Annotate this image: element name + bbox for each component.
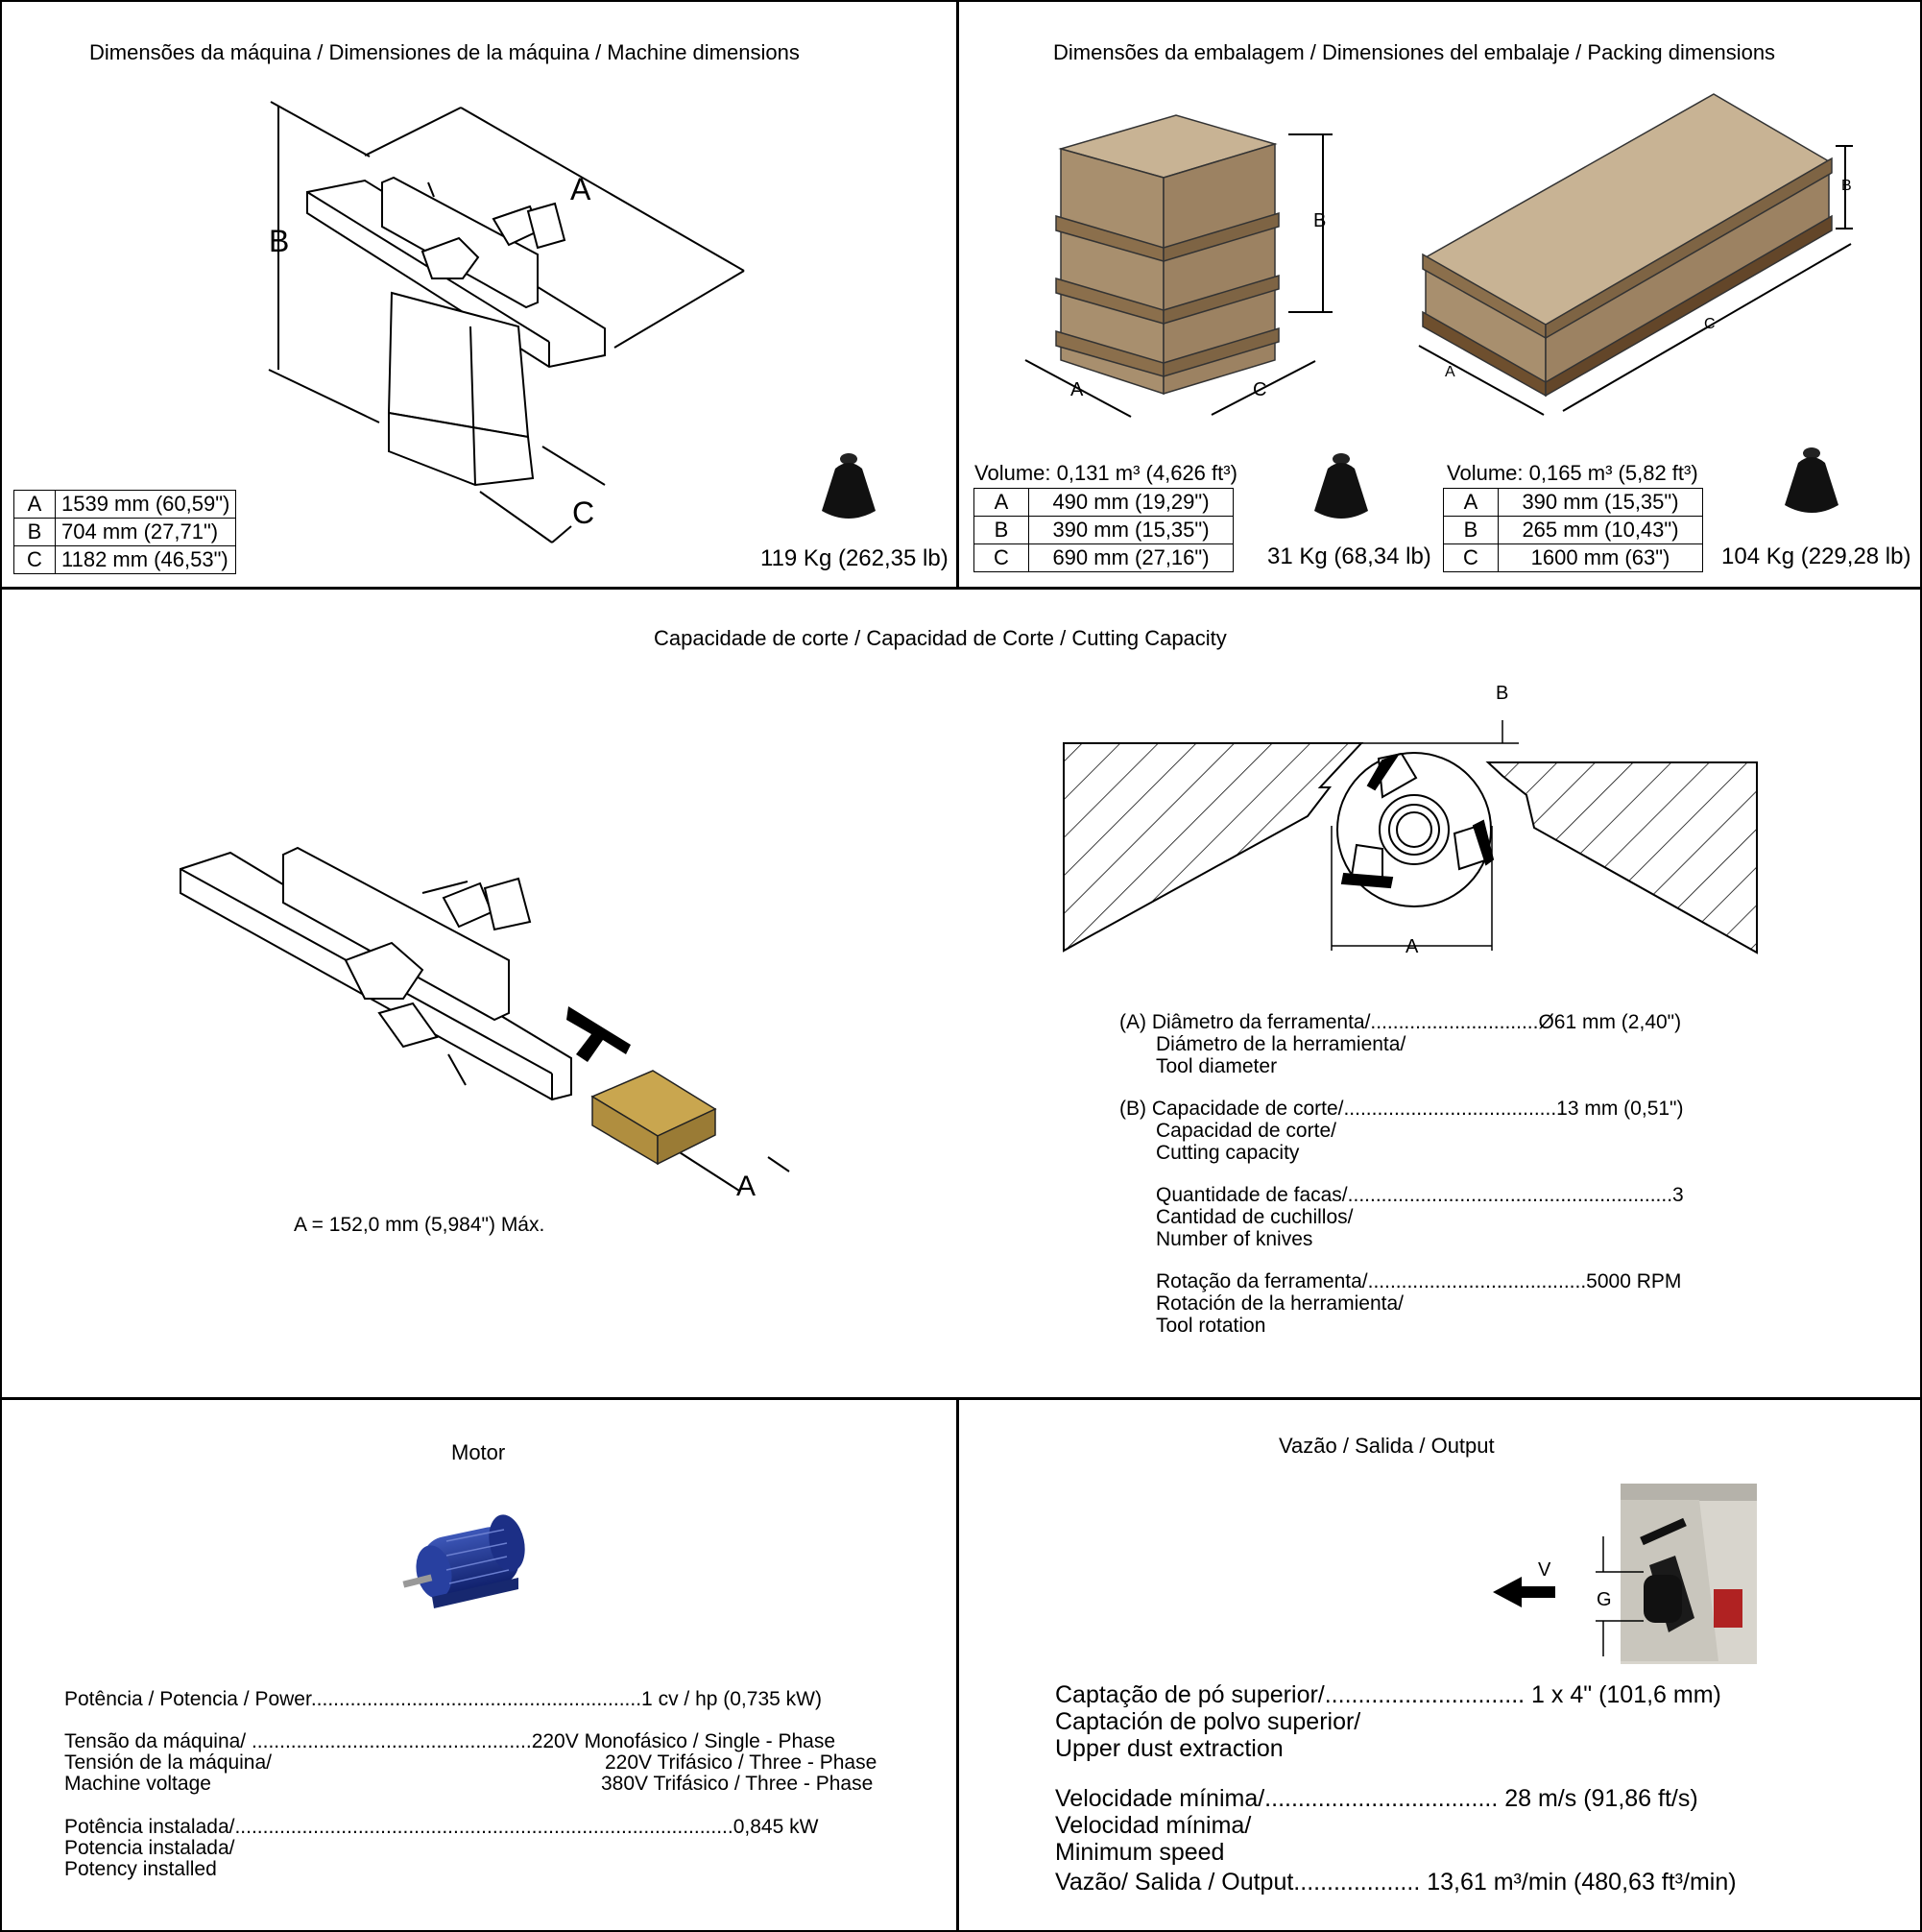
- box1-weight: 31 Kg (68,34 lb): [1267, 543, 1431, 569]
- spec-line: Diámetro de la herramienta/: [1156, 1033, 1406, 1055]
- cutting-capacity-value: A = 152,0 mm (5,984") Máx.: [294, 1214, 545, 1236]
- output-title: Vazão / Salida / Output: [1279, 1434, 1495, 1458]
- workpiece: [590, 1070, 717, 1166]
- row-key: C: [973, 543, 1029, 572]
- diagram-label-b: B: [1496, 683, 1508, 704]
- row-value: 1182 mm (46,53"): [54, 545, 237, 574]
- cutting-illustration: A: [180, 846, 790, 1202]
- spec-line: Quantidade de facas/....................…: [1156, 1184, 1684, 1206]
- speed-line3: Minimum speed: [1055, 1839, 1225, 1866]
- output-label-v: V: [1538, 1559, 1551, 1581]
- box2-weight: 104 Kg (229,28 lb): [1721, 543, 1911, 569]
- weight-icon: [822, 453, 876, 519]
- cutterhead: [1336, 752, 1495, 907]
- motor-installed-line1: Potência instalada/.....................…: [64, 1816, 819, 1838]
- crate-2: [1422, 93, 1833, 398]
- machine-weight: 119 Kg (262,35 lb): [760, 545, 949, 571]
- box2-volume: Volume: 0,165 m³ (5,82 ft³): [1447, 461, 1698, 485]
- spec-line: Cutting capacity: [1156, 1142, 1300, 1164]
- divider-bottom: [956, 1398, 959, 1932]
- crate-1: [1055, 114, 1280, 396]
- motor-icon: [402, 1514, 525, 1608]
- spec-line: Cantidad de cuchillos/: [1156, 1206, 1354, 1228]
- spec-line: (A) Diâmetro da ferramenta/.............…: [1119, 1011, 1682, 1033]
- flow-line: Vazão/ Salida / Output..................…: [1055, 1869, 1737, 1896]
- row-value: 690 mm (27,16"): [1028, 543, 1234, 572]
- crate-illustrations: B A C B A C: [1024, 93, 1853, 519]
- box1-volume: Volume: 0,131 m³ (4,626 ft³): [974, 461, 1237, 485]
- row-key: B: [1443, 516, 1499, 544]
- motor-voltage-value2: 220V Trifásico / Three - Phase: [605, 1751, 877, 1774]
- row-value: 1539 mm (60,59"): [54, 490, 237, 519]
- crate1-label-c: C: [1253, 379, 1266, 400]
- row-value: 490 mm (19,29"): [1028, 488, 1234, 517]
- motor-voltage-line2: Tensión de la máquina/: [64, 1751, 272, 1774]
- machine-label-c: C: [572, 495, 594, 530]
- crate2-label-a: A: [1445, 364, 1455, 380]
- machine-dims-title: Dimensões da máquina / Dimensiones de la…: [89, 40, 800, 64]
- machine-label-a: A: [570, 172, 591, 206]
- cutterhead-diagram: B A: [1063, 683, 1758, 957]
- row-value: 390 mm (15,35"): [1498, 488, 1703, 517]
- motor-power: Potência / Potencia / Power.............…: [64, 1688, 822, 1710]
- divider-row1: [0, 587, 1922, 590]
- crate1-label-b: B: [1313, 210, 1326, 231]
- motor-title: Motor: [451, 1440, 506, 1464]
- dust-line2: Captación de polvo superior/: [1055, 1708, 1361, 1735]
- feed-arrow-icon: [566, 1006, 631, 1062]
- spec-line: Capacidad de corte/: [1156, 1120, 1336, 1142]
- divider-top: [956, 0, 959, 588]
- dust-line3: Upper dust extraction: [1055, 1735, 1284, 1762]
- row-key: A: [13, 490, 56, 519]
- workpiece-label-a: A: [736, 1171, 756, 1202]
- row-key: C: [1443, 543, 1499, 572]
- spec-line: Tool diameter: [1156, 1055, 1278, 1077]
- crate2-label-b: B: [1841, 178, 1852, 194]
- airflow-arrow-icon: [1493, 1577, 1555, 1607]
- output-label-g: G: [1597, 1589, 1612, 1610]
- dust-line1: Captação de pó superior/................…: [1055, 1681, 1721, 1708]
- spec-line: Tool rotation: [1156, 1315, 1266, 1337]
- machine-label-b: B: [269, 224, 289, 258]
- divider-row2: [0, 1397, 1922, 1400]
- weight-icon: [1314, 453, 1368, 519]
- speed-line2: Velocidad mínima/: [1055, 1812, 1252, 1839]
- spec-line: Rotación de la herramienta/: [1156, 1292, 1404, 1315]
- spec-line: Number of knives: [1156, 1228, 1313, 1250]
- row-key: A: [1443, 488, 1499, 517]
- machine-illustration: A B C: [268, 101, 876, 543]
- crate1-label-a: A: [1070, 379, 1084, 400]
- weight-icon: [1785, 447, 1838, 513]
- diagram-label-a: A: [1405, 936, 1419, 957]
- motor-voltage-line1: Tensão da máquina/ .....................…: [64, 1730, 836, 1752]
- motor-voltage-line3: Machine voltage: [64, 1773, 211, 1795]
- packing-dims-title: Dimensões da embalagem / Dimensiones del…: [1053, 40, 1776, 64]
- spec-line: Rotação da ferramenta/..................…: [1156, 1270, 1682, 1292]
- speed-line1: Velocidade mínima/......................…: [1055, 1785, 1698, 1812]
- motor-installed-line2: Potencia instalada/: [64, 1837, 235, 1859]
- cutting-title: Capacidade de corte / Capacidad de Corte…: [654, 626, 1227, 650]
- row-key: B: [13, 518, 56, 546]
- row-value: 265 mm (10,43"): [1498, 516, 1703, 544]
- row-value: 1600 mm (63"): [1498, 543, 1703, 572]
- row-value: 704 mm (27,71"): [54, 518, 237, 546]
- dust-port-illustration: V G: [1493, 1484, 1757, 1664]
- motor-installed-line3: Potency installed: [64, 1858, 217, 1880]
- spec-line: (B) Capacidade de corte/................…: [1119, 1098, 1684, 1120]
- crate2-label-c: C: [1704, 316, 1716, 332]
- motor-voltage-value3: 380V Trifásico / Three - Phase: [601, 1773, 874, 1795]
